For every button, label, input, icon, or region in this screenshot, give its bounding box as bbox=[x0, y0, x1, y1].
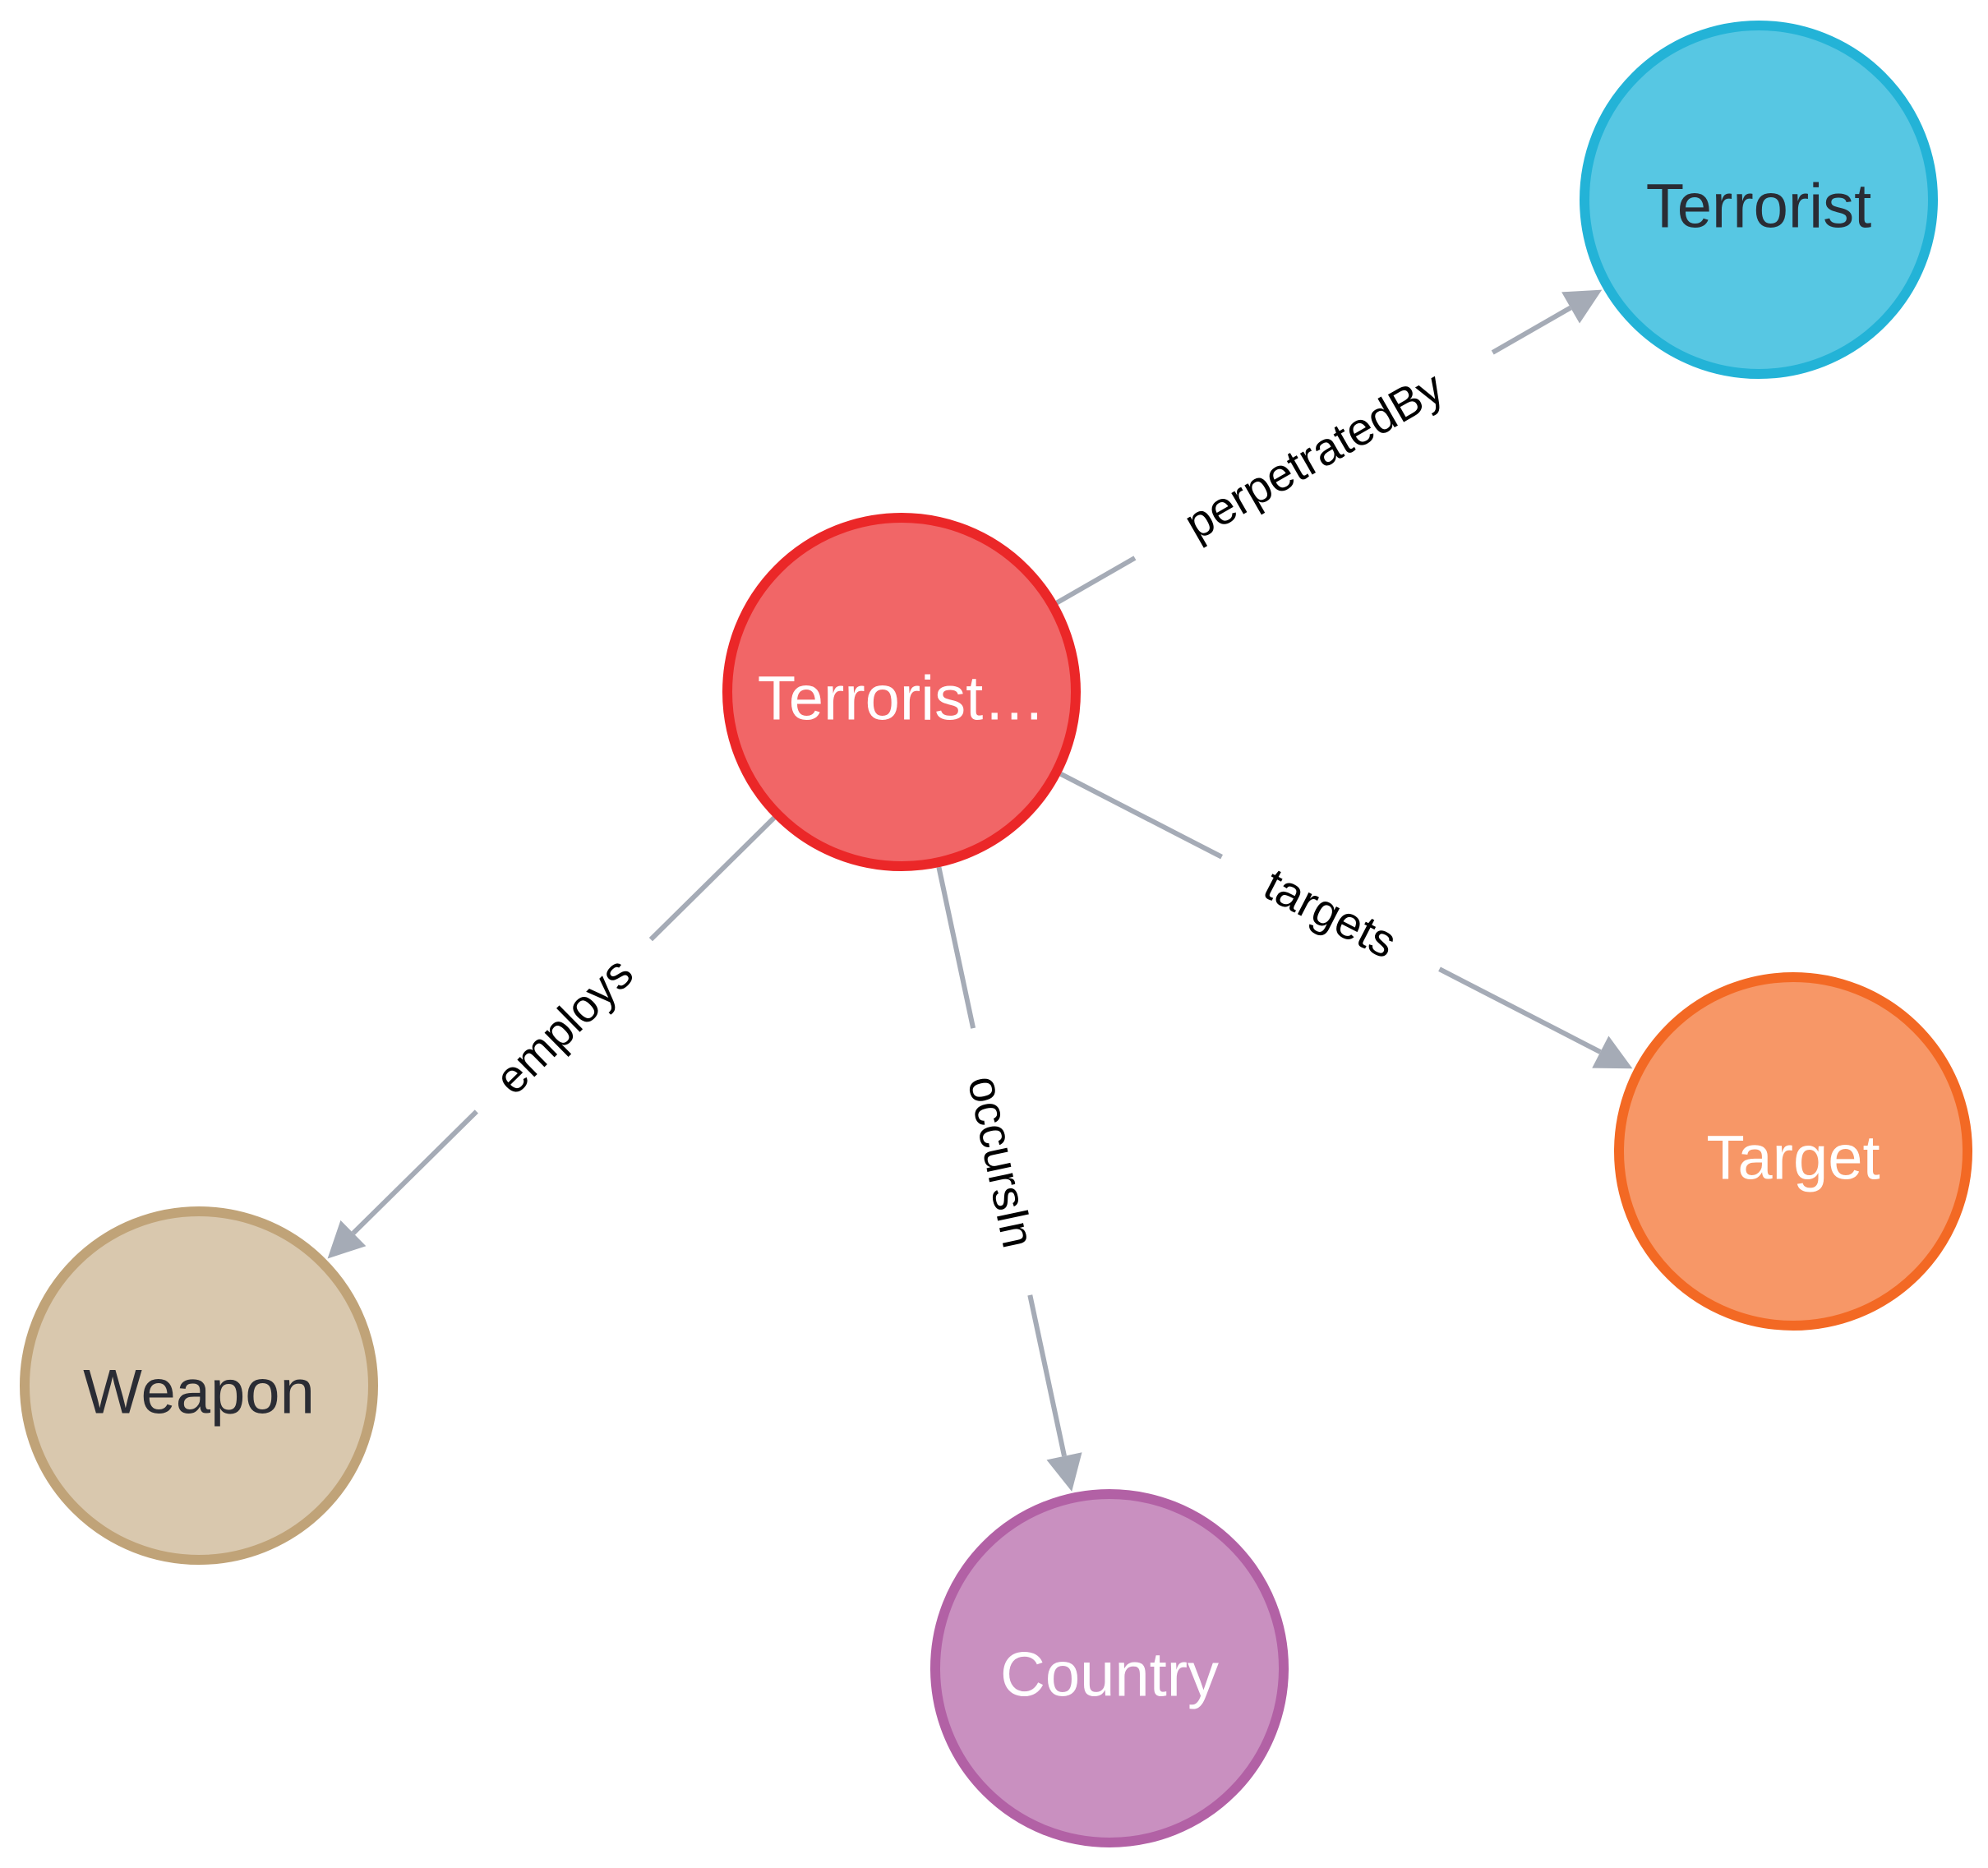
node-terrorist[interactable]: Terrorist bbox=[1580, 21, 1938, 379]
edge-line-employs bbox=[648, 816, 776, 942]
edge-targets[interactable]: targets bbox=[1059, 772, 1633, 1069]
arrowhead-employs bbox=[327, 1220, 367, 1259]
edge-label-employs: employs bbox=[485, 947, 643, 1104]
edge-line-occursIn bbox=[1027, 1294, 1067, 1457]
node-country[interactable]: Country bbox=[930, 1489, 1289, 1847]
node-label-incident: Terrorist… bbox=[758, 664, 1045, 734]
node-label-terrorist: Terrorist bbox=[1646, 172, 1871, 242]
node-target[interactable]: Target bbox=[1614, 972, 1972, 1331]
edge-label-targets: targets bbox=[1257, 858, 1405, 968]
edge-line-targets bbox=[1059, 772, 1223, 860]
node-label-weapon: Weapon bbox=[83, 1358, 315, 1428]
node-circle-country bbox=[930, 1489, 1289, 1847]
node-label-target: Target bbox=[1706, 1123, 1880, 1193]
edge-perpetratedBy[interactable]: perpetratedBy bbox=[1055, 289, 1603, 606]
edge-line-employs bbox=[351, 1109, 478, 1235]
edge-line-perpetratedBy bbox=[1491, 305, 1572, 355]
edge-occursIn[interactable]: occursIn bbox=[936, 866, 1082, 1492]
edge-employs[interactable]: employs bbox=[327, 816, 776, 1259]
node-circle-target bbox=[1614, 972, 1972, 1331]
node-circle-incident bbox=[722, 513, 1081, 871]
edges-layer: perpetratedBy targets employs occursIn bbox=[327, 289, 1633, 1492]
edge-line-targets bbox=[1438, 966, 1602, 1054]
node-label-country: Country bbox=[1000, 1640, 1219, 1710]
node-incident[interactable]: Terrorist… bbox=[722, 513, 1081, 871]
edge-line-occursIn bbox=[936, 866, 976, 1029]
node-circle-weapon bbox=[20, 1206, 378, 1565]
node-weapon[interactable]: Weapon bbox=[20, 1206, 378, 1565]
arrowhead-perpetratedBy bbox=[1561, 289, 1603, 324]
arrowhead-targets bbox=[1592, 1035, 1633, 1069]
edge-label-perpetratedBy: perpetratedBy bbox=[1175, 361, 1451, 550]
edge-label-occursIn: occursIn bbox=[958, 1071, 1045, 1252]
node-circle-terrorist bbox=[1580, 21, 1938, 379]
arrowhead-occursIn bbox=[1046, 1452, 1082, 1492]
edge-line-perpetratedBy bbox=[1055, 556, 1137, 606]
